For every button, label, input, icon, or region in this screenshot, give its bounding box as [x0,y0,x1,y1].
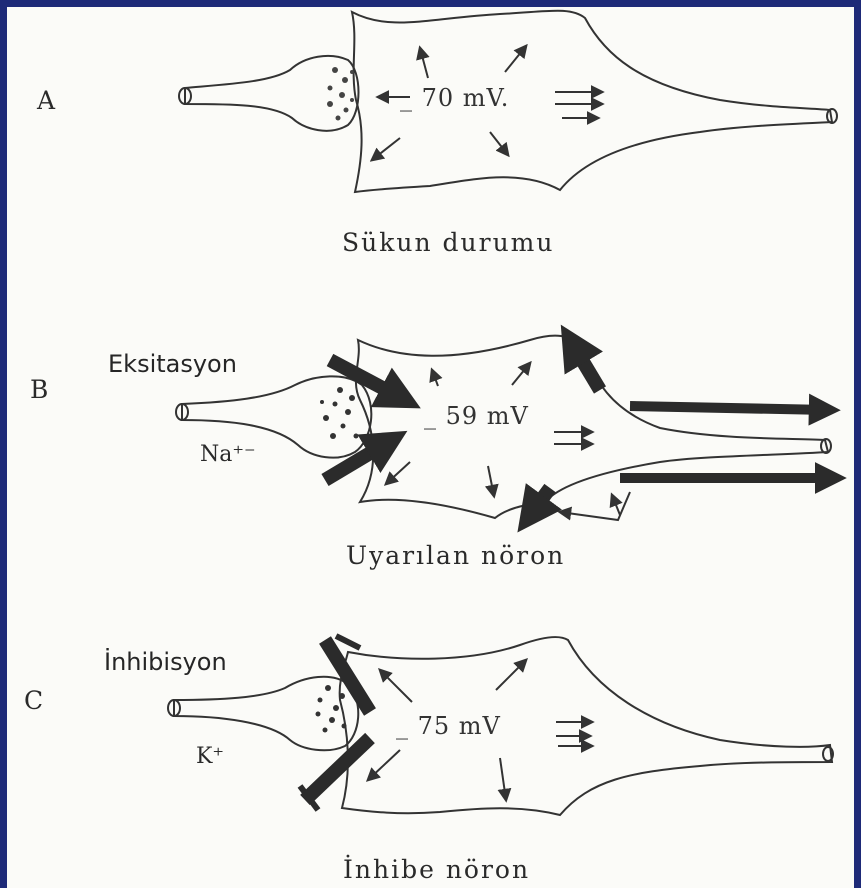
panel-b-input-label: Eksitasyon [108,352,237,376]
panel-a-vesicles [327,67,354,121]
panel-b-vesicles [320,387,359,439]
panel-a-axon-terminal [185,56,359,131]
panel-c-input-label: İnhibisyon [104,650,227,674]
panel-c-ion-label: K⁺ [196,746,224,768]
panel-b-ion-label: Na⁺⁻ [200,444,256,466]
panel-b-potential: _ 59 mV [424,404,529,428]
panel-b-caption: Uyarılan nöron [346,543,565,568]
panel-c-bold-blockers [300,636,370,810]
panel-a-caption: Sükun durumu [342,230,555,255]
panel-a-potential: _ 70 mV. [400,86,509,110]
panel-letter-a: A [37,88,55,113]
panel-b-bold-arrows [325,340,834,518]
panel-letter-b: B [30,377,48,402]
panel-c-caption: İnhibe nöron [343,857,530,882]
panel-c-potential: _ 75 mV [396,714,501,738]
panel-letter-c: C [24,688,43,713]
